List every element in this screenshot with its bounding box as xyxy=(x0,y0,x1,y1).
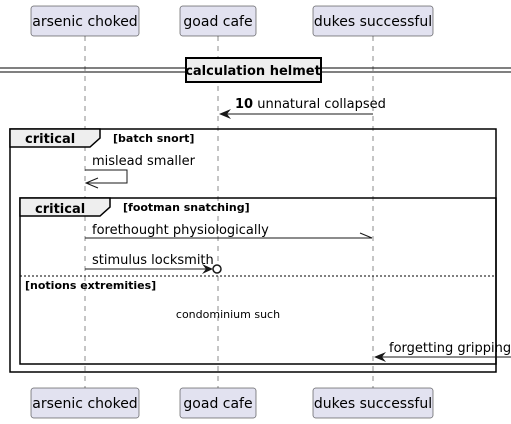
frame-guard: [batch snort] xyxy=(113,132,194,145)
arrowhead-icon xyxy=(219,109,231,119)
else-guard: [notions extremities] xyxy=(25,279,156,292)
arrowhead-icon xyxy=(84,177,99,189)
divider: calculation helmet xyxy=(0,57,511,83)
participant-dukes-successful-top[interactable]: dukes successful xyxy=(312,5,434,37)
arrowhead-icon xyxy=(374,352,386,362)
participant-goad-cafe-bottom[interactable]: goad cafe xyxy=(179,387,257,419)
spacer-note: condominium such xyxy=(176,308,280,321)
participant-label: goad cafe xyxy=(183,396,252,412)
participant-label: dukes successful xyxy=(314,396,432,412)
message-unnatural-collapsed: 10 unnatural collapsed xyxy=(219,97,386,119)
message-label: forgetting gripping xyxy=(389,341,511,356)
inner-critical-frame: critical [footman snatching] [notions ex… xyxy=(19,197,497,365)
participant-label: dukes successful xyxy=(314,14,432,30)
message-number: 10 xyxy=(235,97,253,112)
divider-label: calculation helmet xyxy=(185,64,321,79)
svg-text:10 unnatural collapsed: 10 unnatural collapsed xyxy=(235,97,386,112)
participant-goad-cafe-top[interactable]: goad cafe xyxy=(179,5,257,37)
message-forethought-physiologically: forethought physiologically xyxy=(85,223,373,239)
message-label: forethought physiologically xyxy=(92,223,269,238)
message-label: unnatural collapsed xyxy=(257,97,386,112)
message-forgetting-gripping: forgetting gripping xyxy=(374,341,511,362)
frame-guard: [footman snatching] xyxy=(123,201,250,214)
participant-arsenic-choked-top[interactable]: arsenic choked xyxy=(30,5,140,37)
participant-dukes-successful-bottom[interactable]: dukes successful xyxy=(312,387,434,419)
lost-message-circle-icon xyxy=(212,264,222,274)
participant-label: arsenic choked xyxy=(32,396,137,412)
participant-label: goad cafe xyxy=(183,14,252,30)
message-stimulus-locksmith: stimulus locksmith xyxy=(85,253,222,274)
outer-critical-frame: critical [batch snort] xyxy=(9,128,497,373)
message-mislead-smaller: mislead smaller xyxy=(84,154,196,189)
message-label: mislead smaller xyxy=(92,154,196,169)
arrowhead-icon xyxy=(202,264,213,274)
participant-arsenic-choked-bottom[interactable]: arsenic choked xyxy=(30,387,140,419)
participant-label: arsenic choked xyxy=(32,14,137,30)
frame-keyword: critical xyxy=(35,202,85,217)
message-label: stimulus locksmith xyxy=(92,253,214,268)
frame-keyword: critical xyxy=(25,132,75,147)
